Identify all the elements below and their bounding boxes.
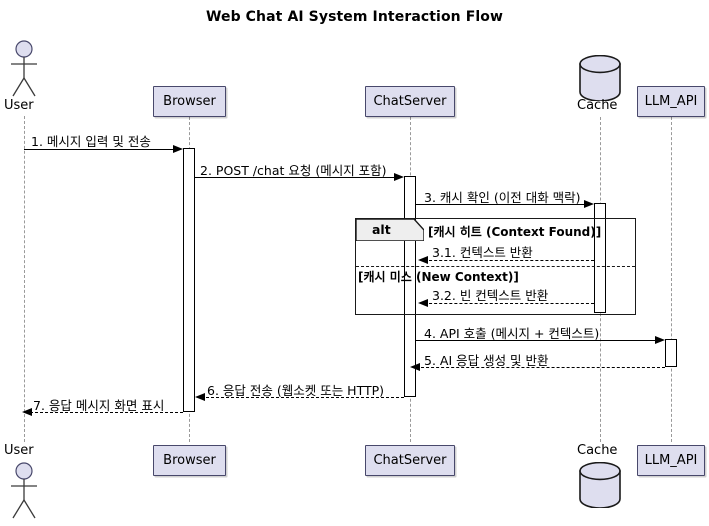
activation-cache [594, 203, 606, 313]
participant-user-actor-top[interactable] [9, 40, 39, 97]
message-line-6 [201, 397, 404, 398]
message-arrow-2 [394, 172, 404, 181]
participant-label-chatserver-top: ChatServer [373, 94, 447, 109]
participant-llm-top[interactable]: LLM_API [637, 86, 705, 117]
participant-label-cache-top: Cache [577, 98, 618, 113]
alt-fragment [355, 218, 636, 315]
lifeline-user [24, 116, 25, 442]
message-line-3-2 [424, 303, 594, 304]
message-label-3-1: 3.1. 컨텍스트 반환 [432, 245, 533, 260]
participant-user-actor-bottom[interactable] [9, 462, 39, 519]
message-arrow-3-2 [418, 299, 428, 307]
alt-guard-condition-1: [캐시 히트 (Context Found)] [428, 225, 602, 239]
participant-label-chatserver-bottom: ChatServer [373, 453, 447, 468]
alt-operator-label: alt [372, 222, 391, 237]
actor-icon [11, 40, 37, 97]
message-line-3-1 [424, 260, 594, 261]
participant-label-cache-bottom: Cache [577, 443, 618, 458]
message-line-4 [416, 340, 657, 341]
alt-fragment-tab: alt [355, 218, 425, 242]
participant-label-user-bottom: User [4, 443, 34, 458]
diagram-title: Web Chat AI System Interaction Flow [205, 9, 504, 25]
participant-label-browser-top: Browser [163, 94, 216, 109]
actor-icon [11, 462, 37, 519]
participant-label-llm-bottom: LLM_API [644, 453, 698, 468]
participant-label-user-top: User [4, 98, 34, 113]
message-label-7: 7. 응답 메시지 화면 표시 [33, 398, 165, 413]
participant-browser-top[interactable]: Browser [153, 86, 226, 117]
activation-llm [665, 339, 677, 367]
participant-browser-bottom[interactable]: Browser [153, 445, 226, 476]
message-arrow-4 [655, 335, 665, 344]
participant-cache-bottom[interactable] [578, 461, 622, 509]
message-arrow-3 [584, 199, 594, 208]
message-arrow-3-1 [418, 256, 428, 264]
message-arrow-1 [173, 144, 183, 153]
message-label-3: 3. 캐시 확인 (이전 대화 맥락) [424, 190, 581, 205]
participant-label-llm-top: LLM_API [644, 94, 698, 109]
participant-chatserver-bottom[interactable]: ChatServer [365, 445, 455, 476]
message-arrow-7 [22, 408, 32, 416]
activation-browser [183, 148, 195, 412]
message-line-3 [416, 204, 586, 205]
database-icon [579, 461, 621, 509]
message-arrow-5 [410, 363, 420, 371]
message-arrow-6 [195, 393, 205, 401]
message-line-2 [195, 177, 396, 178]
message-line-1 [24, 149, 175, 150]
message-line-7 [30, 412, 183, 413]
database-icon [579, 54, 621, 102]
message-label-1: 1. 메시지 입력 및 전송 [31, 134, 151, 149]
message-label-5: 5. AI 응답 생성 및 반환 [424, 353, 549, 368]
alt-branch-divider [356, 266, 635, 267]
message-label-2: 2. POST /chat 요청 (메시지 포함) [200, 163, 387, 178]
lifeline-llm [671, 117, 672, 442]
participant-label-browser-bottom: Browser [163, 453, 216, 468]
participant-cache-top[interactable] [578, 54, 622, 102]
message-label-4: 4. API 호출 (메시지 + 컨텍스트) [424, 326, 600, 341]
participant-llm-bottom[interactable]: LLM_API [637, 445, 705, 476]
alt-guard-condition-2: [캐시 미스 (New Context)] [358, 270, 519, 284]
message-label-6: 6. 응답 전송 (웹소켓 또는 HTTP) [207, 383, 385, 398]
message-line-5 [416, 367, 665, 368]
message-label-3-2: 3.2. 빈 컨텍스트 반환 [432, 288, 549, 303]
participant-chatserver-top[interactable]: ChatServer [365, 86, 455, 117]
